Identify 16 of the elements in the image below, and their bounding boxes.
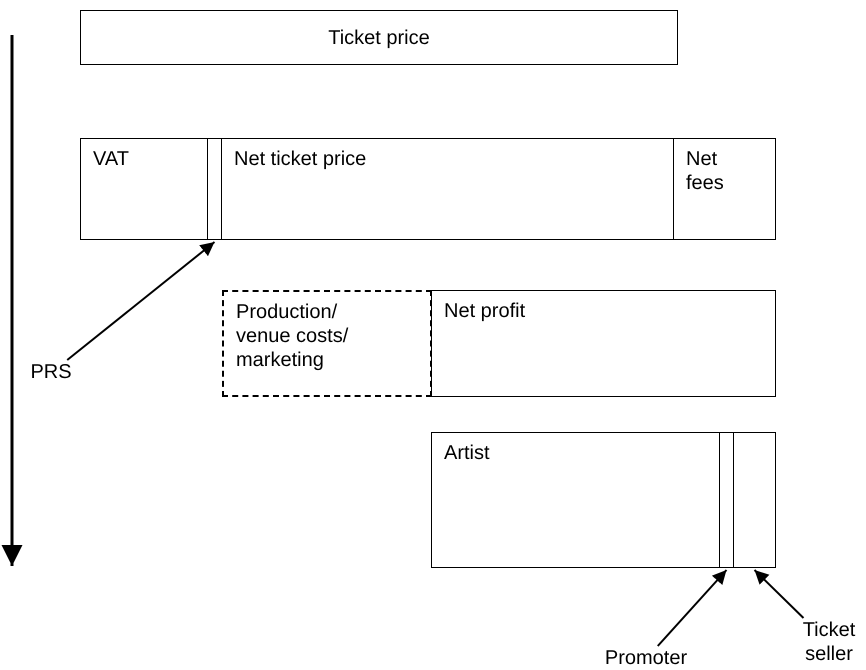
bar-segment bbox=[733, 432, 776, 568]
bar-segment: Ticket price bbox=[80, 10, 678, 65]
bar-segment: Net fees bbox=[673, 138, 776, 240]
bar-segment bbox=[207, 138, 222, 240]
leader-arrow bbox=[754, 569, 804, 619]
bar-segment: Net ticket price bbox=[221, 138, 674, 240]
bar-segment: Net profit bbox=[431, 290, 776, 397]
bar-segment bbox=[719, 432, 734, 568]
bar-segment: Artist bbox=[431, 432, 720, 568]
callout-label: PRS bbox=[28, 360, 74, 386]
bar-segment: Production/ venue costs/ marketing bbox=[222, 290, 432, 397]
leader-arrow bbox=[66, 241, 216, 361]
bar-segment: VAT bbox=[80, 138, 208, 240]
callout-label: Ticket seller bbox=[794, 618, 864, 668]
leader-arrow bbox=[657, 569, 728, 647]
callout-label: Promoter bbox=[596, 646, 696, 670]
